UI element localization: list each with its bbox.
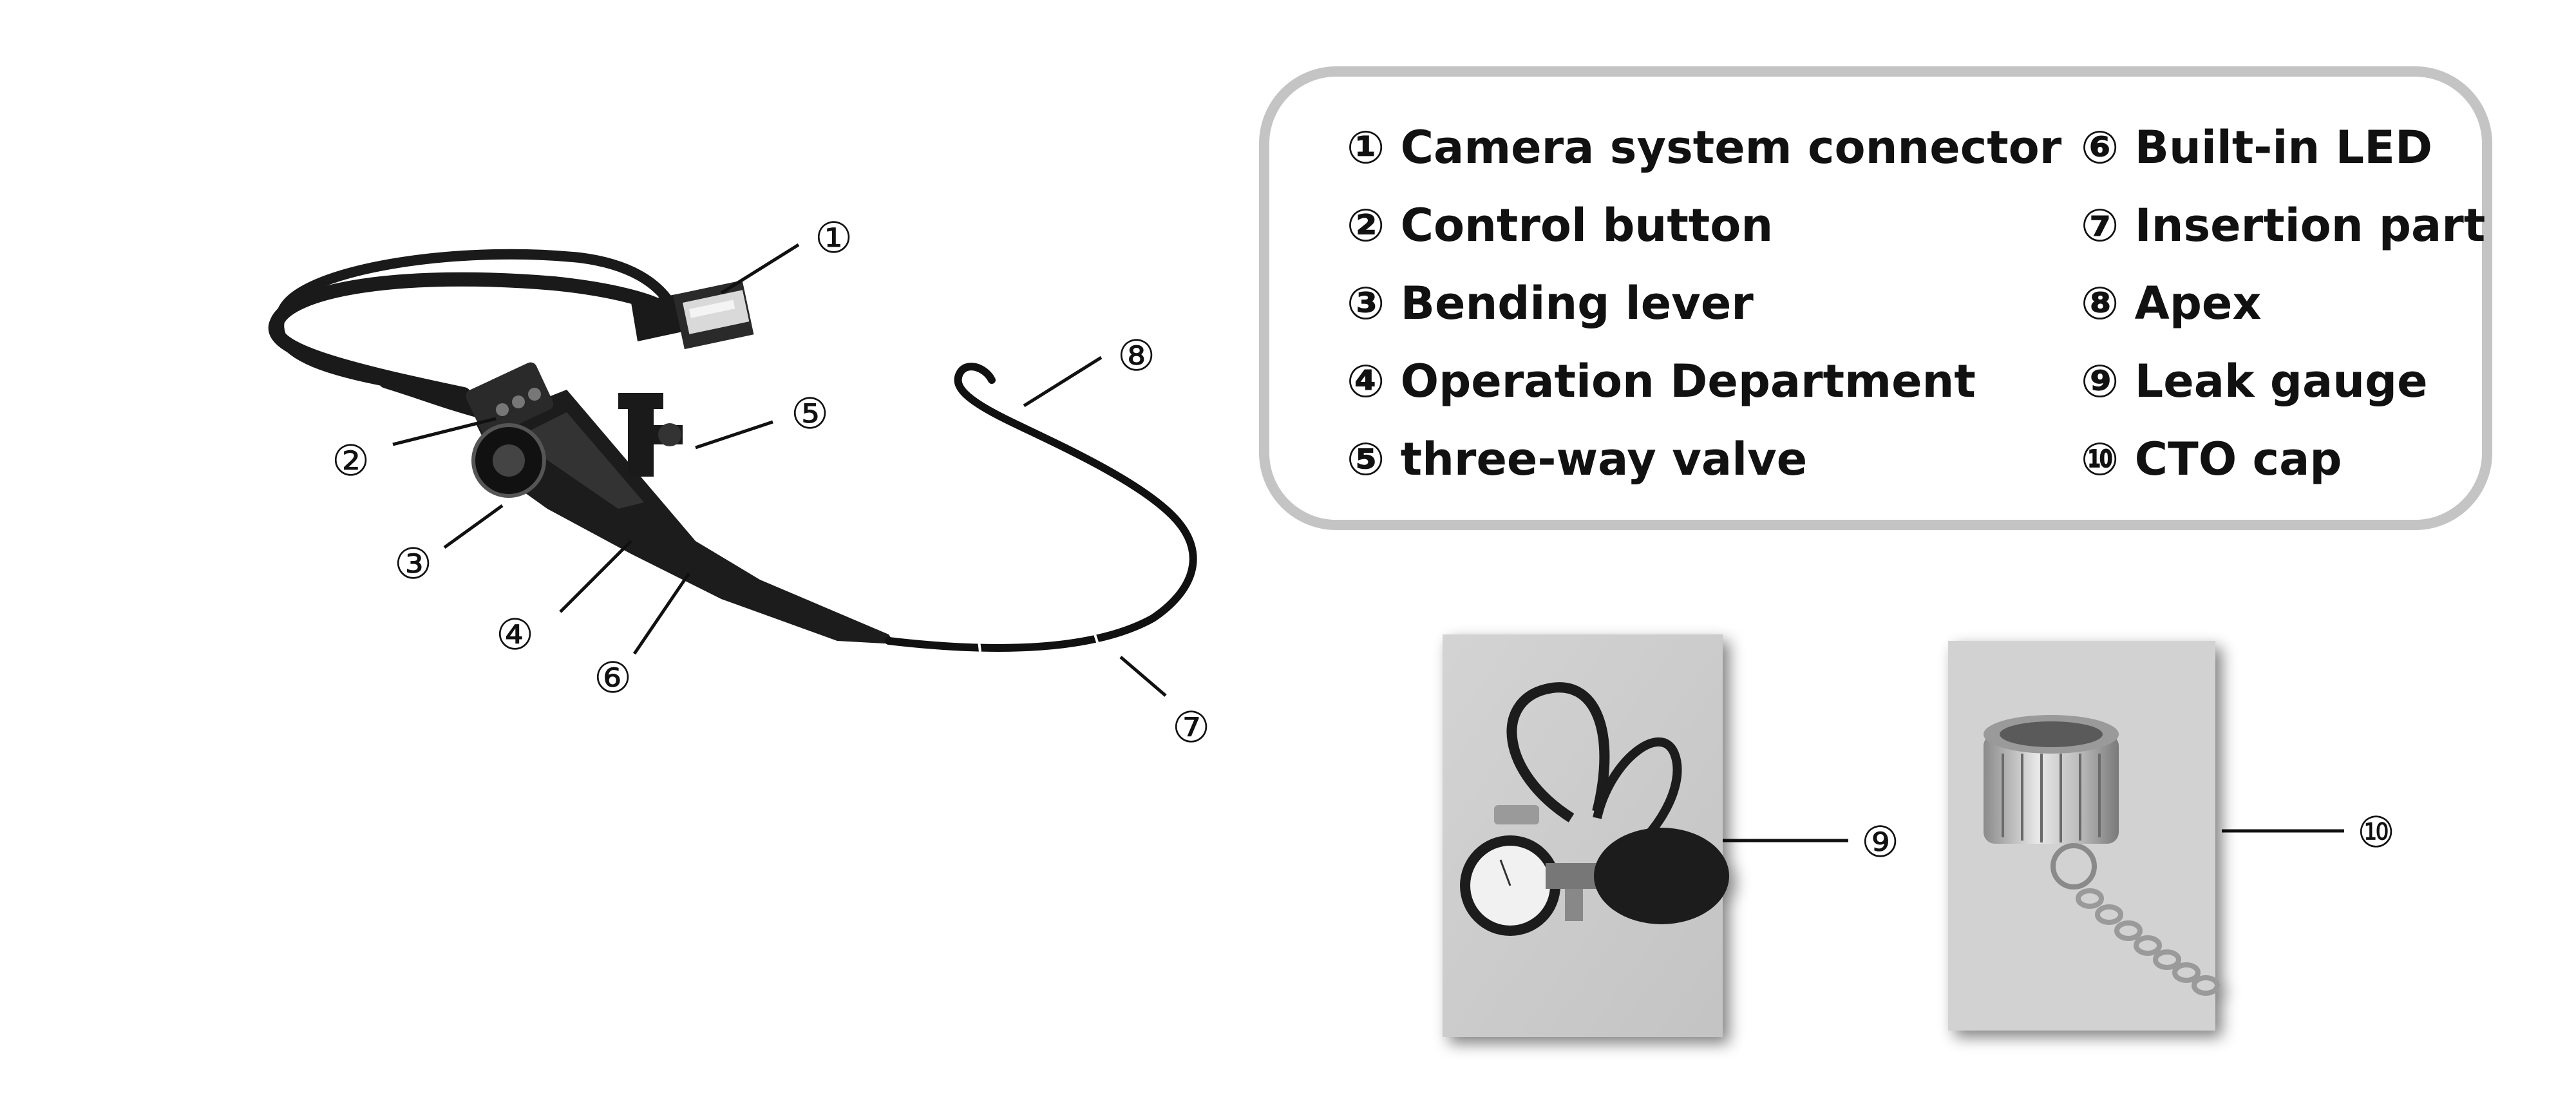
callout-1: ① [815, 213, 853, 263]
callout-4: ④ [496, 610, 534, 660]
legend-item-three-way-valve: ⑤ three-way valve [1347, 433, 1808, 486]
legend-item-bending-lever: ③ Bending lever [1347, 277, 1754, 330]
insertion-tube [885, 363, 1197, 652]
callouts: ① ② ③ ④ ⑤ ⑥ ⑦ ⑧ ⑨ ⑩ [332, 213, 2395, 867]
legend-item-control-button: ② Control button [1347, 199, 1774, 252]
cto-cap-photo [1948, 641, 2220, 1031]
callout-5: ⑤ [791, 389, 829, 439]
legend-item-insertion-part: ⑦ Insertion part [2081, 199, 2486, 252]
usb-connector [631, 280, 754, 350]
callout-10: ⑩ [2357, 808, 2395, 857]
legend-box: ① Camera system connector ② Control butt… [1259, 66, 2492, 530]
callout-7: ⑦ [1172, 703, 1210, 752]
cable-loop [268, 272, 670, 401]
callout-8: ⑧ [1117, 331, 1155, 381]
legend-item-built-in-led: ⑥ Built-in LED [2081, 121, 2433, 174]
handle-body [466, 362, 895, 644]
legend-item-operation-department: ④ Operation Department [1347, 355, 1976, 408]
callout-2: ② [332, 436, 370, 486]
legend-right-column: ⑥ Built-in LED ⑦ Insertion part ⑧ Apex ⑨… [2081, 122, 2485, 511]
legend-item-apex: ⑧ Apex [2081, 277, 2262, 330]
leader-lines [392, 243, 2344, 842]
callout-3: ③ [394, 539, 432, 589]
legend-left-column: ① Camera system connector ② Control butt… [1347, 122, 2061, 511]
leak-gauge-photo [1443, 634, 1729, 1037]
legend-item-leak-gauge: ⑨ Leak gauge [2081, 355, 2428, 408]
callout-6: ⑥ [594, 653, 632, 703]
legend-item-cto-cap: ⑩ CTO cap [2081, 433, 2342, 486]
legend-item-camera-system-connector: ① Camera system connector [1347, 121, 2062, 174]
callout-9: ⑨ [1861, 817, 1899, 867]
endoscope-illustration [268, 249, 1197, 652]
